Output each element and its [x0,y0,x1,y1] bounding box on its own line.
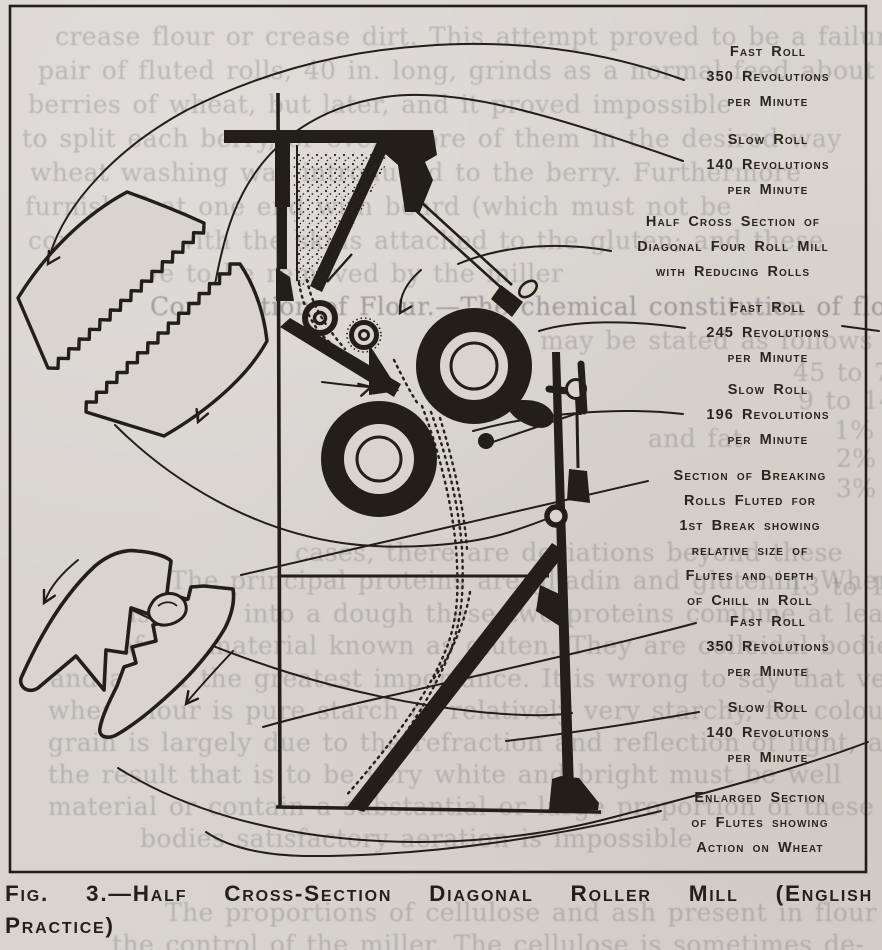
callout-line: Slow Roll [727,382,809,398]
callout-label: Slow Roll 196 Revolutions per Minute [706,378,829,453]
post-eye [544,504,568,528]
callout-line: Fast Roll [729,300,807,316]
rotation-arrowhead [42,588,56,606]
slow-roll [321,401,437,517]
hopper-top-bar [224,130,433,143]
post-foot [549,776,599,810]
callout-line: Fast Roll [729,44,807,60]
ghost-text-line: bodies satisfactory aeration is impossib… [140,824,693,853]
ghost-text-line: 1% [834,416,875,445]
callout-line: per Minute [727,432,809,448]
enlarged-flutes [19,548,236,739]
ghost-text-line: 3% [836,474,877,503]
callout-line: 196 Revolutions [706,407,830,423]
fast-roll [416,308,532,424]
figure-caption-line1: Fig. 3.—Half Cross-Section Diagonal Roll… [5,881,873,906]
callout-label: Slow Roll 140 Revolutions per Minute [706,128,829,203]
fluted-roll-section-lower [84,262,269,438]
figure-caption-line2: Practice) [5,913,115,938]
ghost-text-line: grain is largely due to the refraction a… [48,728,882,757]
callout-line: 350 Revolutions [706,639,830,655]
callout-line: Slow Roll [727,132,809,148]
rotation-arrowhead [184,690,200,707]
callout-label: Fast Roll 350 Revolutions per Minute [706,40,829,115]
wheat-grain [147,592,188,627]
callout-label: Fast Roll 245 Revolutions per Minute [706,296,829,371]
mill-frame [275,92,602,814]
callout-line: Flutes and depth [685,568,815,584]
adjusting-knob [517,279,539,299]
callout-line: Enlarged Section [694,790,826,806]
ghost-text-line: 9 to 14% [798,386,882,415]
callout-line: 140 Revolutions [706,725,830,741]
ghost-text-line: 2% [836,444,877,473]
callout-line: Fast Roll [729,614,807,630]
ghost-text-line: and fat [648,424,743,453]
rotation-arrowhead [195,407,210,425]
callout-line: per Minute [727,182,809,198]
ghost-text-line: cases, there are deviations beyond these [295,538,843,567]
ghost-text-line: the result that is to be very white and … [48,760,842,789]
rotation-arrowhead [398,298,413,316]
ghost-text-line: crease flour or crease dirt. This attemp… [55,22,882,51]
feed-hopper [224,130,539,397]
ghost-text-line: material or contain a substantial or lar… [48,792,882,821]
callout-label: Half Cross Section of Diagonal Four Roll … [637,210,829,285]
ghost-text-line: pair of fluted rolls, 40 in. long, grind… [38,56,876,85]
callout-line: Action on Wheat [696,840,824,856]
callout-line: with Reducing Rolls [655,264,811,280]
callout-line: relative size of [691,543,809,559]
figure-border [8,4,868,874]
callout-line: of Flutes showing [691,815,829,831]
grain-stream [297,278,472,805]
callout-line: per Minute [727,664,809,680]
callout-line: Slow Roll [727,700,809,716]
callout-label: Fast Roll 350 Revolutions per Minute [706,610,829,685]
callout-label: Slow Roll 140 Revolutions per Minute [706,696,829,771]
frame-post [552,352,574,791]
callout-line: of Chill in Roll [687,593,813,609]
handwheel-icon [545,360,590,503]
callout-line: Half Cross Section of [645,214,821,230]
grain-in-hopper [293,152,393,290]
ghost-text-line: may be stated as follows [540,326,873,355]
break-rolls [320,307,590,518]
callout-line: per Minute [727,350,809,366]
ghost-text-line: The proportions of cellulose and ash pre… [165,898,882,927]
callout-line: per Minute [727,94,809,110]
callout-line: Section of Breaking [673,468,827,484]
callout-line: per Minute [727,750,809,766]
fluted-roll-sections [16,190,413,707]
ghost-text-line: berries of wheat, but later, and it prov… [28,90,732,119]
callout-line: 245 Revolutions [706,325,830,341]
callout-line: 140 Revolutions [706,157,830,173]
chute [347,543,566,812]
callout-line: 350 Revolutions [706,69,830,85]
callout-line: Diagonal Four Roll Mill [637,239,829,255]
ghost-text-line: the control of the miller. The cellulose… [112,930,865,950]
callout-line: 1st Break showing [679,518,821,534]
rotation-arrowhead [46,249,61,267]
callout-line: Rolls Fluted for [683,493,817,509]
